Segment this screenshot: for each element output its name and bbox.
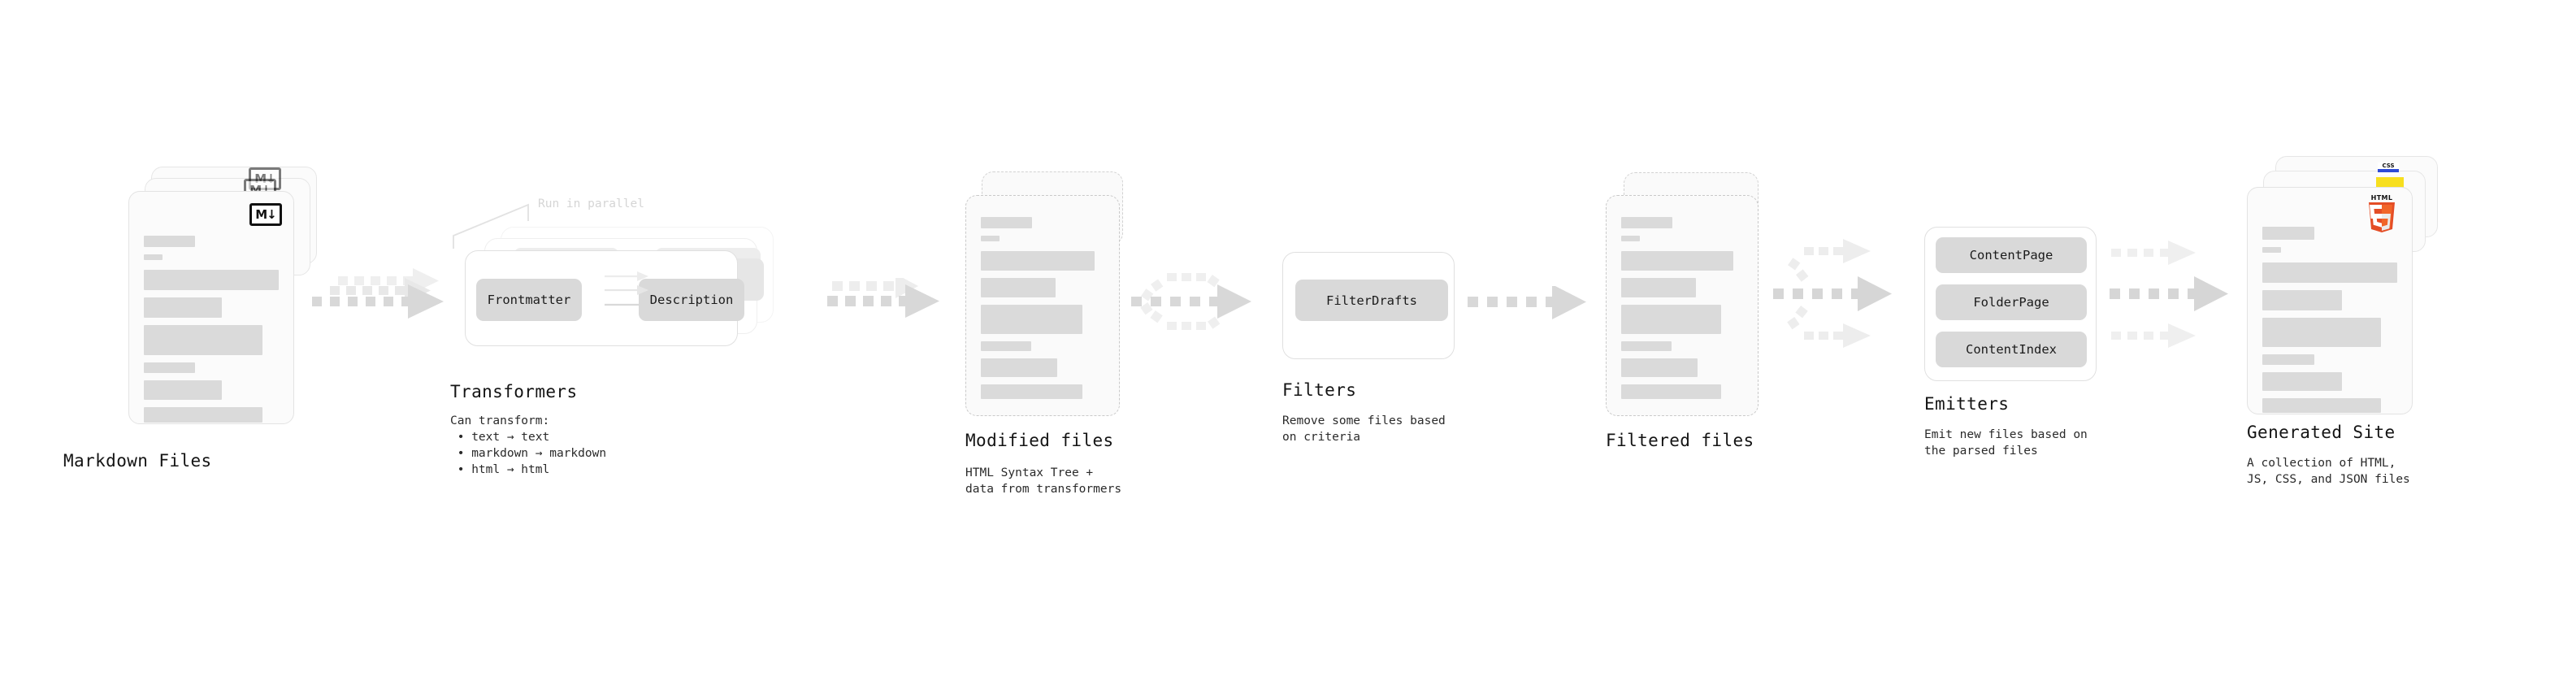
html5-icon-word: HTML [2370, 194, 2393, 202]
filters-chip-filterdrafts[interactable]: FilterDrafts [1295, 280, 1448, 321]
markdown-card-lines [144, 236, 279, 430]
transformers-parallel-arrows [605, 271, 653, 310]
emitters-chip-contentindex[interactable]: ContentIndex [1936, 332, 2087, 367]
transformers-chip-description[interactable]: Description [639, 279, 744, 321]
sub-modified-files: HTML Syntax Tree + data from transformer… [965, 466, 1122, 496]
caption-markdown-files: Markdown Files [63, 451, 212, 471]
caption-transformers: Transformers [450, 382, 578, 401]
modified-file-card [965, 195, 1120, 416]
css-badge: CSS [2378, 163, 2399, 175]
connector-filters-to-filtered [1468, 284, 1598, 327]
html5-icon: HTML [2366, 194, 2397, 232]
filtered-file-card [1606, 195, 1759, 416]
sub-filters: Remove some files based on criteria [1282, 414, 1446, 444]
caption-filters: Filters [1282, 380, 1357, 400]
caption-filtered-files: Filtered files [1606, 431, 1754, 450]
caption-modified-files: Modified files [965, 431, 1114, 450]
css-badge-bar [2378, 169, 2399, 172]
emitters-chip-contentpage[interactable]: ContentPage [1936, 237, 2087, 273]
sub-generated-site: A collection of HTML, JS, CSS, and JSON … [2247, 457, 2410, 486]
sub-emitters: Emit new files based on the parsed files [1924, 428, 2088, 458]
modified-card-lines [981, 217, 1104, 406]
connector-markdown-to-transformers [307, 268, 470, 333]
caption-emitters: Emitters [1924, 394, 2010, 414]
run-in-parallel-bracket [453, 203, 529, 249]
markdown-file-card: M↓ [128, 191, 294, 424]
caption-generated-site: Generated Site [2247, 423, 2396, 442]
connector-modified-to-filters [1131, 258, 1277, 345]
site-card-lines [2262, 227, 2397, 420]
connector-transformers-to-modified [827, 274, 965, 323]
transformers-chip-frontmatter[interactable]: Frontmatter [476, 279, 582, 321]
run-in-parallel-label: Run in parallel [538, 197, 644, 210]
filtered-card-lines [1621, 217, 1743, 406]
emitters-chip-folderpage[interactable]: FolderPage [1936, 284, 2087, 320]
css-badge-label: CSS [2382, 163, 2395, 169]
markdown-badge: M↓ [249, 203, 282, 226]
connector-filtered-to-emitters [1773, 229, 1928, 359]
connector-emitters-to-site [2110, 229, 2264, 359]
sub-transformers: Can transform: • text → text • markdown … [450, 414, 607, 476]
